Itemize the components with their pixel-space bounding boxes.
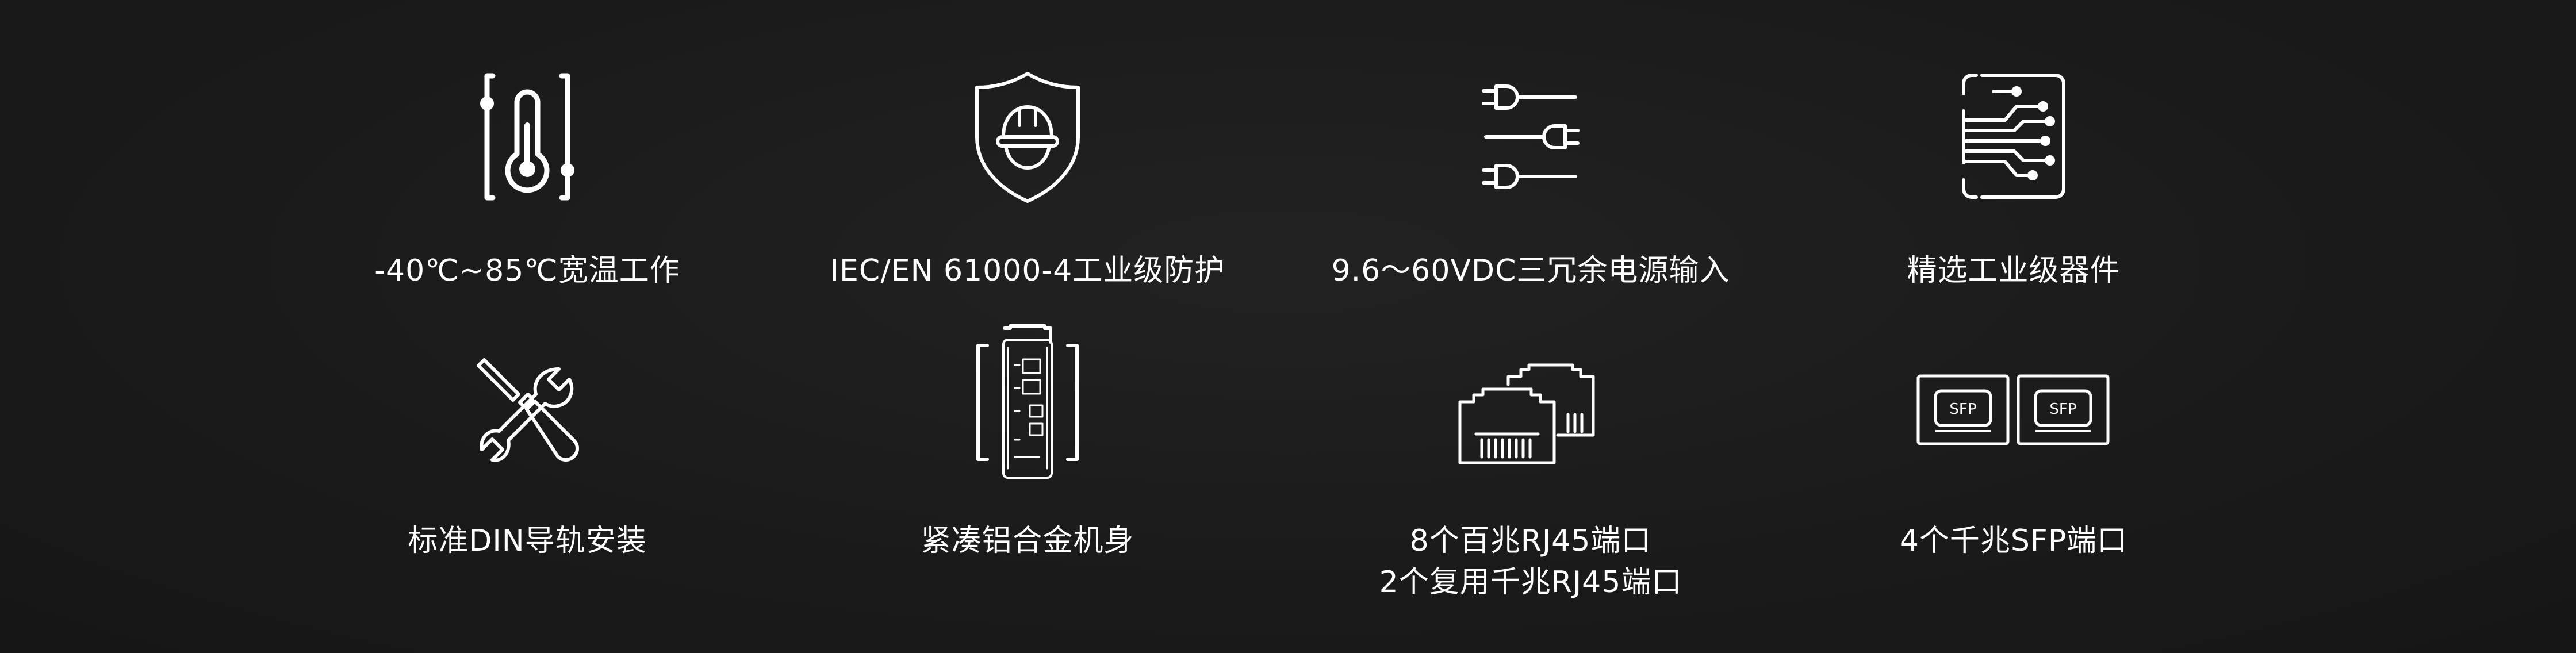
shield-helmet-icon [959, 68, 1097, 206]
sfp-port-label: SFP [1949, 401, 1976, 418]
sfp-port-label: SFP [2049, 401, 2076, 418]
device-housing-icon [959, 324, 1097, 480]
wrench-screwdriver-icon [458, 342, 596, 480]
feature-sfp-ports: SFP SFP 4个千兆SFP端口 [1726, 342, 2301, 562]
feature-rj45-ports: 8个百兆RJ45端口 2个复用千兆RJ45端口 [1243, 342, 1818, 603]
feature-label: 紧凑铝合金机身 [921, 524, 1134, 558]
power-plugs-icon [1462, 68, 1600, 206]
feature-industrial-components: 精选工业级器件 [1726, 68, 2301, 291]
circuit-chip-icon [1945, 68, 2083, 206]
feature-wide-temperature: -40℃~85℃宽温工作 [240, 68, 815, 291]
feature-aluminium-housing: 紧凑铝合金机身 [740, 324, 1315, 562]
feature-industrial-protection: IEC/EN 61000-4工业级防护 [740, 68, 1315, 291]
feature-redundant-power: 9.6～60VDC三冗余电源输入 [1243, 68, 1818, 291]
rj45-ports-icon [1458, 342, 1600, 480]
feature-din-rail-mount: 标准DIN导轨安装 [240, 342, 815, 562]
feature-label: 标准DIN导轨安装 [408, 524, 647, 558]
thermometer-icon [458, 68, 596, 206]
feature-label: -40℃~85℃宽温工作 [374, 253, 680, 288]
feature-label: 4个千兆SFP端口 [1899, 524, 2128, 558]
feature-label: 9.6～60VDC三冗余电源输入 [1331, 253, 1730, 288]
sfp-ports-icon: SFP SFP [1916, 342, 2110, 480]
feature-label: IEC/EN 61000-4工业级防护 [830, 253, 1225, 288]
feature-label: 精选工业级器件 [1907, 253, 2121, 288]
feature-label: 8个百兆RJ45端口 2个复用千兆RJ45端口 [1379, 524, 1682, 600]
